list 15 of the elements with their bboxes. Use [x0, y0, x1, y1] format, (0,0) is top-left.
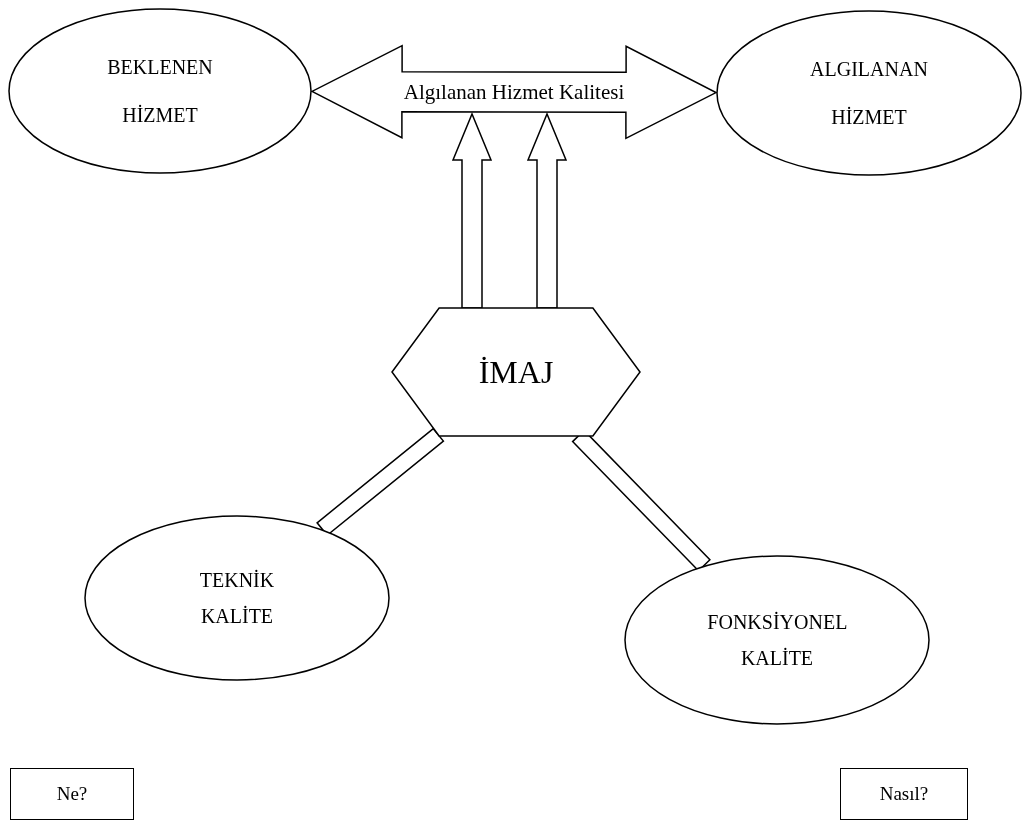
ellipse-node [716, 10, 1022, 176]
node-label: FONKSİYONEL KALİTE [707, 610, 847, 671]
node-label: Nasıl? [879, 782, 929, 806]
node-label: TEKNİK KALİTE [199, 568, 275, 629]
ellipse-node [84, 515, 390, 681]
node-label: İMAJ [478, 352, 554, 392]
node-label: ALGILANAN HİZMET [810, 57, 928, 130]
node-label: BEKLENEN HİZMET [107, 55, 213, 128]
label-box [10, 768, 134, 820]
block-arrow [451, 112, 493, 309]
node-label: Ne? [56, 782, 88, 806]
label-box [840, 768, 968, 820]
block-arrow [526, 112, 568, 309]
ellipse-node [8, 8, 312, 174]
hexagon-node [392, 308, 640, 436]
